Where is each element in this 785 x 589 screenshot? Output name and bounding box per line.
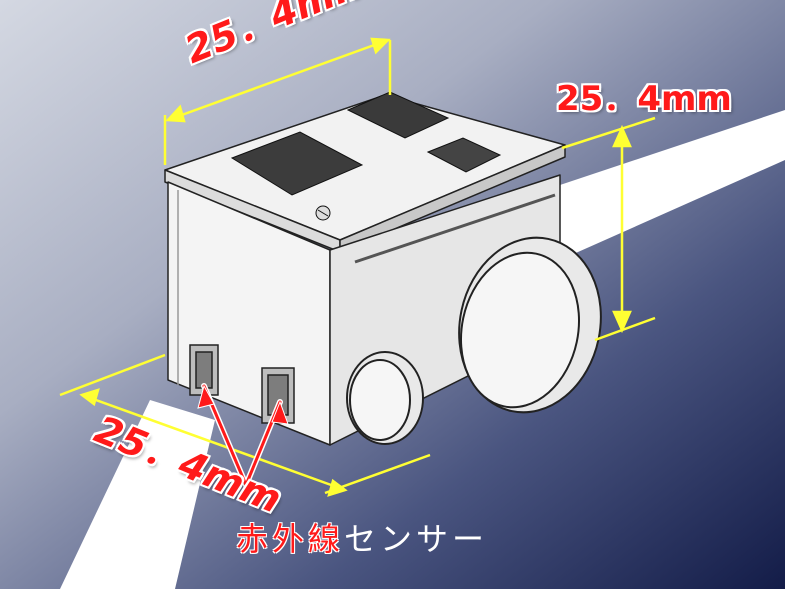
dimension-label-right: 25．4mm — [556, 79, 732, 119]
body-groove — [354, 193, 556, 264]
wheels — [346, 236, 602, 445]
infrared-sensor-caption: 赤外線センサー — [236, 523, 488, 555]
caption-red-part: 赤外線 — [236, 520, 345, 558]
wheel-rear-rim — [459, 251, 581, 409]
sensor-left-window — [195, 351, 213, 389]
wheel-front-rim — [349, 359, 411, 441]
chip-small — [426, 137, 502, 173]
chip-upper — [346, 91, 450, 139]
arrow-right-head — [271, 400, 289, 425]
dim-line-left — [81, 393, 346, 492]
track-line-left — [60, 400, 215, 589]
arrow-left-head — [197, 384, 215, 409]
dimension-lines — [59, 37, 656, 497]
sensor-arrows — [197, 383, 289, 488]
dim-line-top — [167, 38, 389, 122]
chip-large — [230, 131, 364, 196]
pcb-chips — [230, 91, 502, 221]
caption-white-part: センサー — [344, 520, 489, 558]
track-line-right — [560, 110, 785, 260]
